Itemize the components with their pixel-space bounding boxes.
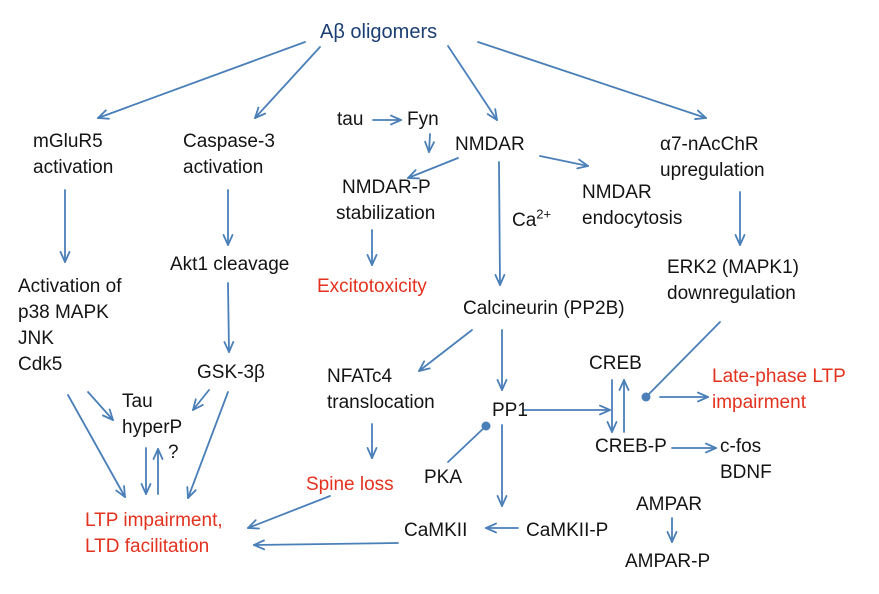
a7-line-1: α7-nAcChR: [660, 134, 759, 155]
arrow-fyn-to-nmdar-p: [424, 133, 435, 153]
p38-line-2: p38 MAPK: [18, 302, 109, 323]
arrow-abeta-to-a7nachr: [477, 41, 707, 120]
arrow-nfatc4-to-spine-loss: [366, 423, 378, 459]
arrow-a7-to-erk2: [734, 191, 746, 246]
node-tau-hyperphosphorylation: Tau hyperP: [122, 389, 182, 441]
node-nmdar-endocytosis: NMDAR endocytosis: [582, 180, 682, 232]
arrow-nmdar-p-to-excitotoxicity: [366, 229, 378, 266]
mglur5-line-2: activation: [33, 157, 114, 178]
node-tau: tau: [337, 109, 364, 130]
node-calcium: Ca2+: [512, 208, 551, 234]
node-creb: CREB: [589, 353, 642, 374]
arrow-gsk3b-to-ltp: [186, 391, 229, 499]
node-mglur5-activation: mGluR5 activation: [33, 129, 113, 181]
nmdarp-line-1: NMDAR-P: [342, 177, 431, 198]
arrow-camkii-to-ltp: [253, 539, 399, 551]
unknown-link-question-mark: ?: [168, 442, 179, 463]
node-akt1-cleavage: Akt1 cleavage: [170, 254, 290, 275]
node-camkii-p: CaMKII-P: [526, 520, 609, 541]
node-ampar-p: AMPAR-P: [625, 551, 711, 572]
endocytosis-line-2: endocytosis: [582, 208, 683, 229]
node-pp1: PP1: [492, 400, 528, 421]
bdnf-line: BDNF: [720, 462, 772, 483]
node-ampar: AMPAR: [636, 494, 703, 515]
calcium-label: Ca: [512, 210, 537, 231]
arrow-erk2-to-late-ltp: [659, 391, 709, 403]
tau-hyperp-line-2: hyperP: [122, 417, 183, 438]
nfatc4-line-1: NFATc4: [327, 366, 393, 387]
arrow-creb-p-to-creb: [618, 379, 630, 433]
arrow-pp1-to-creb: [523, 404, 611, 416]
node-camkii: CaMKII: [404, 520, 468, 541]
arrow-creb-p-to-cfos: [671, 442, 717, 454]
node-nmdar: NMDAR: [455, 134, 525, 155]
erk2-line-1: ERK2 (MAPK1): [667, 257, 799, 278]
arrow-camkii-p-to-camkii: [485, 522, 519, 534]
arrow-caspase3-to-akt1: [222, 189, 234, 246]
caspase3-line-1: Caspase-3: [183, 131, 275, 152]
arrow-creb-to-creb-p: [606, 379, 618, 433]
ltp-line-2: LTD facilitation: [85, 536, 210, 557]
ltp-line-1: LTP impairment,: [85, 510, 223, 531]
node-ltp-impairment-ltd-facilitation: LTP impairment, LTD facilitation: [85, 508, 223, 560]
node-p38-jnk-cdk5-activation: Activation of p38 MAPK JNK Cdk5: [18, 274, 122, 378]
arrow-nmdar-to-nmdar-p: [407, 157, 459, 180]
erk2-line-2: downregulation: [667, 283, 796, 304]
node-a7-nachr-upregulation: α7-nAcChR upregulation: [660, 132, 765, 184]
arrow-nmdar-to-calcineurin: [494, 161, 506, 286]
node-fyn: Fyn: [407, 109, 439, 130]
caspase3-line-2: activation: [183, 157, 264, 178]
arrow-spine-loss-to-ltp: [247, 495, 331, 530]
node-cfos-bdnf: c-fos BDNF: [720, 434, 772, 486]
arrow-calcineurin-to-nfatc4: [418, 329, 473, 372]
node-caspase3-activation: Caspase-3 activation: [183, 129, 275, 181]
node-excitotoxicity: Excitotoxicity: [317, 276, 427, 297]
node-late-phase-ltp-impairment: Late-phase LTP impairment: [712, 364, 846, 416]
node-creb-p: CREB-P: [595, 436, 667, 457]
node-gsk3b: GSK-3β: [197, 362, 265, 383]
arrow-p38-to-ltp: [67, 394, 126, 498]
arrow-tau-to-ltp: [140, 447, 152, 495]
arrow-tau-to-fyn: [372, 114, 402, 126]
arrow-abeta-to-nmdar: [447, 45, 498, 121]
calcium-charge: 2+: [536, 206, 552, 222]
arrow-abeta-to-caspase3: [254, 46, 321, 119]
late-ltp-line-1: Late-phase LTP: [712, 366, 846, 387]
arrow-ampar-to-ampar-p: [666, 517, 678, 543]
a7-line-2: upregulation: [660, 160, 765, 181]
arrow-mglur5-to-p38: [59, 189, 71, 263]
node-pka: PKA: [424, 467, 463, 488]
node-nmdar-p-stabilization: NMDAR-P stabilization: [336, 175, 435, 227]
inhibit-pka-to-pp1: [447, 421, 491, 463]
node-erk2-downregulation: ERK2 (MAPK1) downregulation: [667, 255, 799, 307]
late-ltp-line-2: impairment: [712, 392, 806, 413]
arrow-p38-to-tau: [87, 391, 114, 421]
arrow-abeta-to-mglur5: [97, 41, 306, 120]
arrow-ltp-to-tau: [152, 448, 164, 495]
p38-line-4: Cdk5: [18, 354, 63, 375]
p38-line-3: JNK: [18, 328, 54, 349]
arrow-gsk3b-to-tau: [192, 389, 210, 411]
cfos-line: c-fos: [720, 436, 762, 457]
mglur5-line-1: mGluR5: [33, 131, 103, 152]
endocytosis-line-1: NMDAR: [582, 182, 652, 203]
node-calcineurin: Calcineurin (PP2B): [463, 298, 625, 319]
nfatc4-line-2: translocation: [327, 392, 435, 413]
inhibit-erk2-to-creb: [641, 321, 721, 402]
arrow-nmdar-to-endocytosis: [539, 155, 589, 170]
p38-line-1: Activation of: [18, 276, 122, 297]
tau-hyperp-line-1: Tau: [122, 391, 153, 412]
node-abeta-oligomers: Aβ oligomers: [320, 21, 438, 43]
arrow-akt1-to-gsk3b: [223, 282, 235, 353]
nmdarp-line-2: stabilization: [336, 203, 436, 224]
arrow-calcineurin-to-pp1: [496, 329, 508, 391]
arrow-pp1-to-camkii-p: [496, 424, 508, 507]
node-spine-loss: Spine loss: [306, 474, 394, 495]
node-nfatc4-translocation: NFATc4 translocation: [327, 364, 435, 416]
